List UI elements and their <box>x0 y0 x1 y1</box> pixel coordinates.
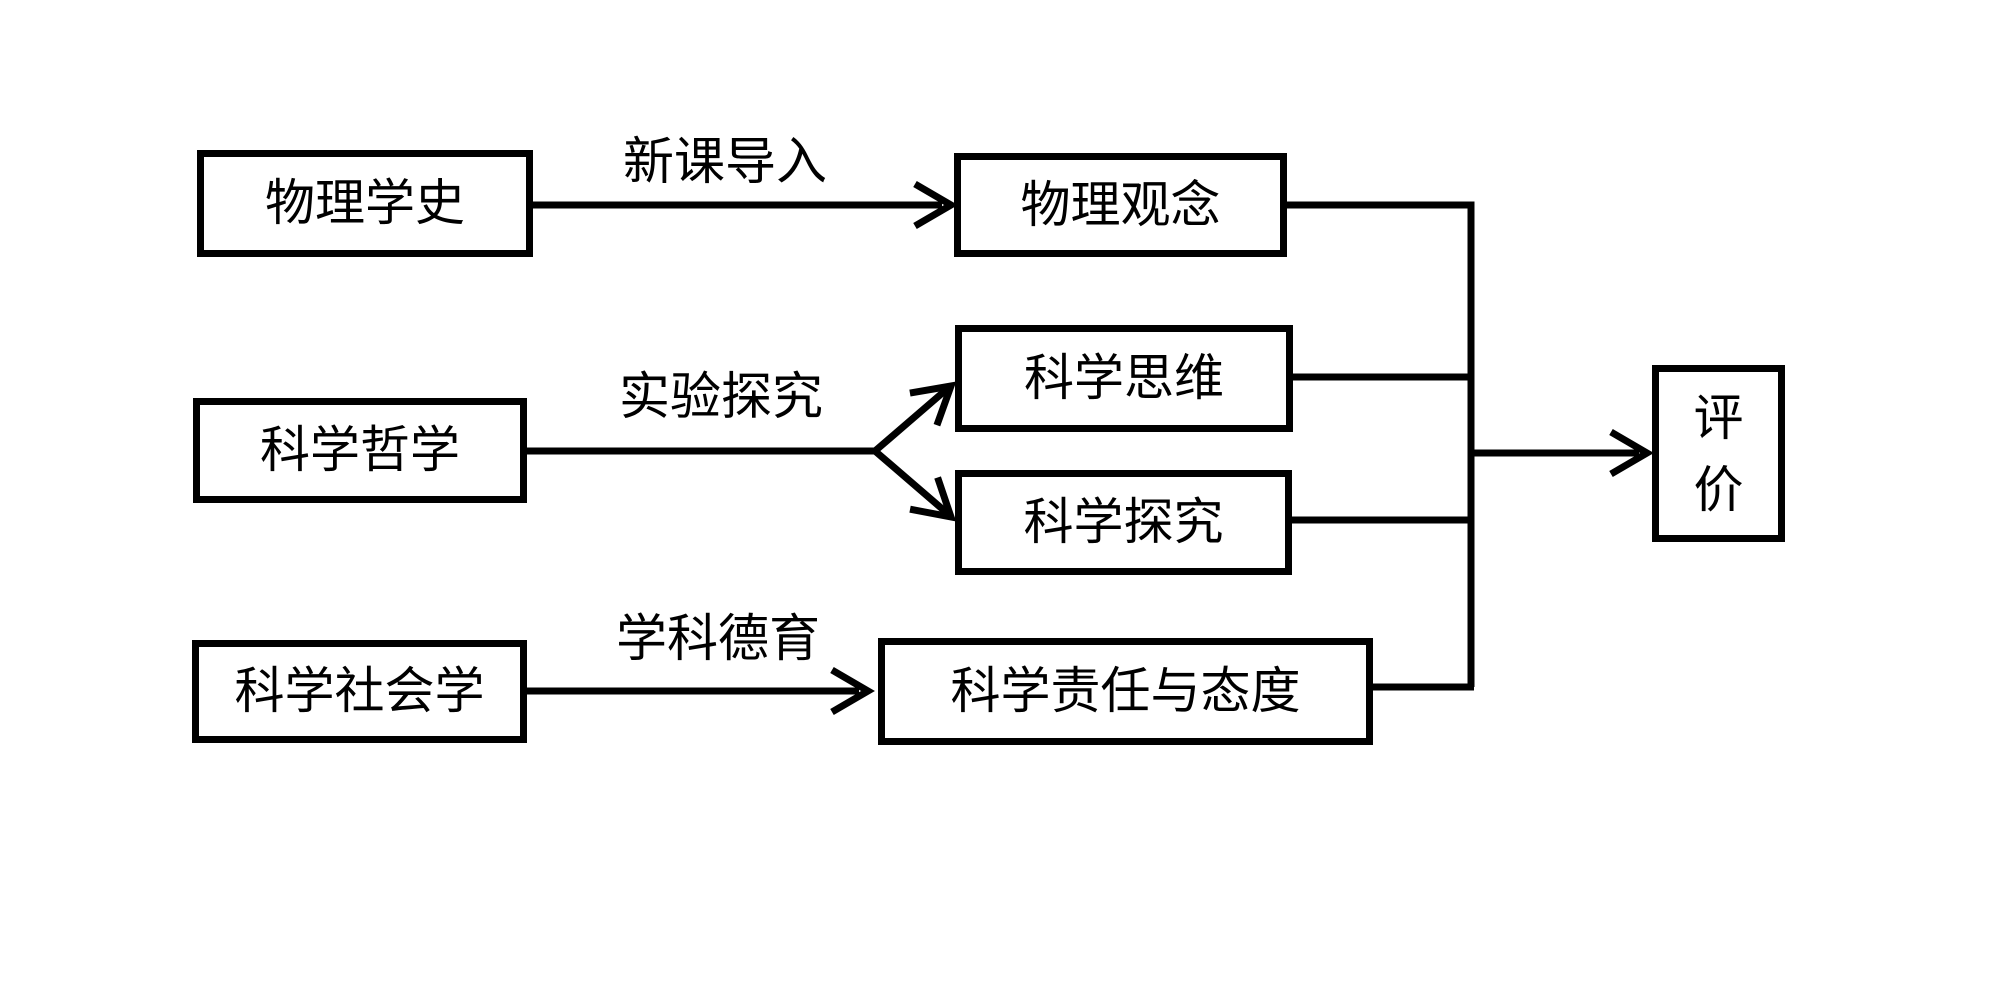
node-physics-concepts: 物理观念 <box>954 153 1287 257</box>
node-evaluation-label-line1: 评 <box>1693 389 1744 446</box>
edge-label-subject-moral-education: 学科德育 <box>615 612 820 668</box>
node-evaluation-label-line2: 价 <box>1693 461 1744 518</box>
node-scientific-thinking-label: 科学思维 <box>1024 350 1224 406</box>
node-philosophy-of-science-label: 科学哲学 <box>260 422 460 478</box>
node-physics-concepts-label: 物理观念 <box>1020 176 1221 233</box>
node-scientific-inquiry-label: 科学探究 <box>1023 494 1224 550</box>
edge-evaluation-arrowhead <box>1609 428 1654 478</box>
node-sociology-of-science-label: 科学社会学 <box>234 663 485 719</box>
node-evaluation: 评 价 <box>1652 365 1785 542</box>
node-scientific-inquiry: 科学探究 <box>955 470 1292 575</box>
node-sociology-of-science: 科学社会学 <box>192 640 527 743</box>
edge-new-lesson-arrowhead <box>913 180 958 230</box>
node-scientific-thinking: 科学思维 <box>955 325 1293 432</box>
node-history-of-physics-label: 物理学史 <box>265 175 465 231</box>
node-responsibility-attitude-label: 科学责任与态度 <box>950 663 1301 719</box>
node-responsibility-attitude: 科学责任与态度 <box>878 638 1373 745</box>
collector-line <box>1287 201 1475 687</box>
edge-label-experimental-inquiry: 实验探究 <box>618 370 823 426</box>
fork-lower-arrow-shaft <box>872 448 950 516</box>
node-history-of-physics: 物理学史 <box>197 150 533 257</box>
edge-label-new-lesson-intro: 新课导入 <box>622 135 827 191</box>
edge-moral-arrowhead <box>830 666 875 716</box>
node-philosophy-of-science: 科学哲学 <box>193 398 527 503</box>
